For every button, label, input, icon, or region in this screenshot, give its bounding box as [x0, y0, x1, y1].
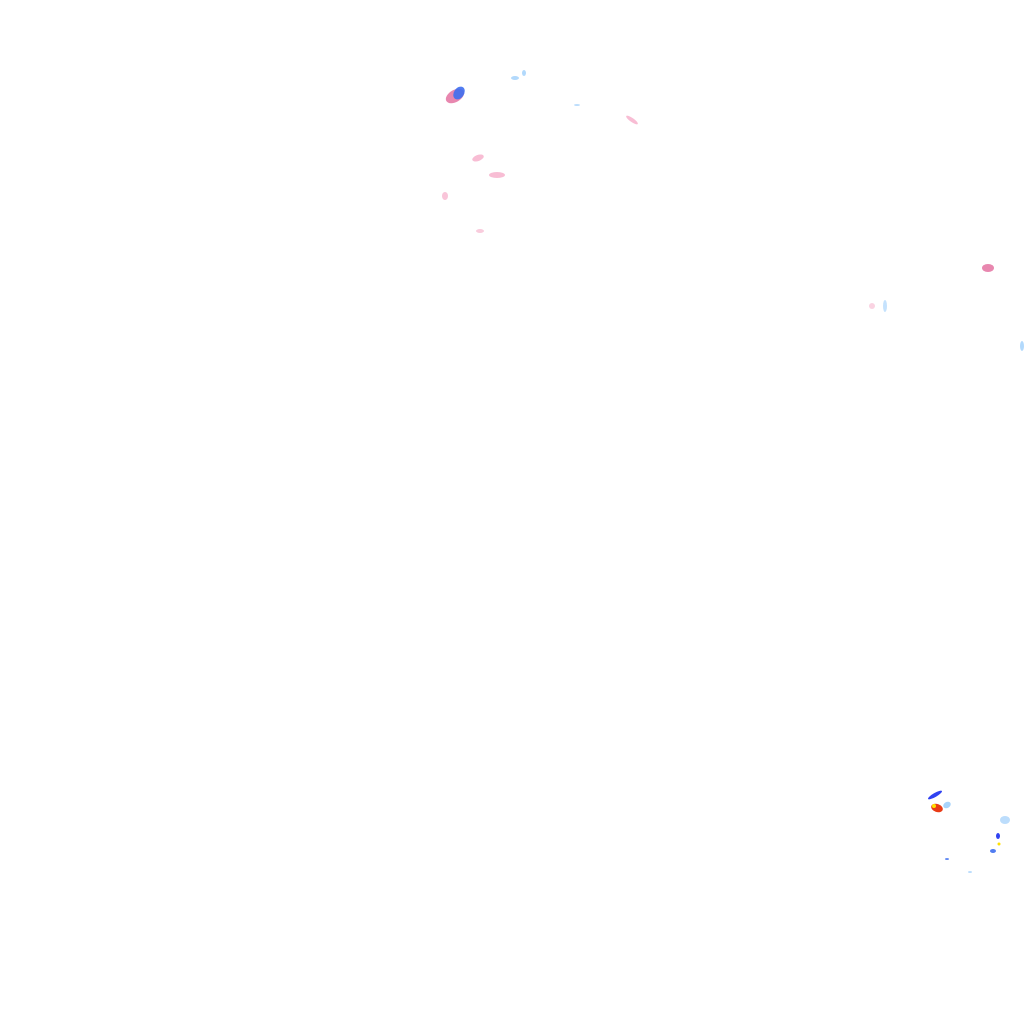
precipitation-echo	[1020, 341, 1024, 351]
precipitation-echo	[990, 849, 996, 853]
precipitation-echo	[997, 842, 1001, 846]
precipitation-echo	[1000, 816, 1010, 824]
precipitation-echo	[943, 801, 951, 809]
precipitation-echo	[574, 104, 580, 106]
precipitation-echo	[442, 192, 448, 200]
precipitation-echo	[928, 790, 942, 800]
precipitation-echo	[489, 172, 505, 178]
precipitation-echo	[453, 86, 465, 100]
precipitation-echo	[476, 229, 484, 233]
precipitation-echo	[883, 300, 887, 312]
precipitation-echo	[932, 804, 936, 808]
precipitation-echo	[931, 803, 943, 813]
precipitation-echo	[869, 303, 875, 309]
precipitation-echo	[511, 76, 519, 80]
precipitation-echo	[968, 871, 972, 873]
precipitation-echo	[982, 264, 994, 272]
precipitation-echo	[945, 858, 949, 860]
precipitation-echo	[996, 833, 1000, 839]
precipitation-echo	[472, 154, 484, 162]
precipitation-echo	[522, 70, 526, 76]
precipitation-echo	[626, 115, 638, 125]
